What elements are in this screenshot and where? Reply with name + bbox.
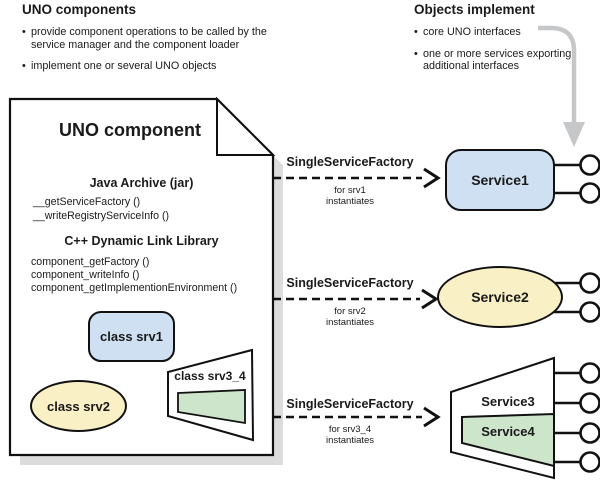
factory-sub2-srv3-4: instantiates: [325, 435, 375, 446]
method-name: __getServiceFactory (): [33, 196, 141, 208]
interface-circle-icon: [579, 451, 600, 473]
method-name: __writeRegistryServiceInfo (): [33, 209, 169, 222]
method-name: component_getFactory (): [31, 256, 150, 268]
bullet-item: one or more services exporting additiona…: [414, 48, 585, 73]
service3-label: Service3: [481, 394, 535, 409]
interface-circle-icon: [579, 301, 600, 323]
arrowhead-srv2-icon: [421, 288, 439, 310]
interface-circle-icon: [579, 182, 600, 204]
bullet-item: implement one or several UNO objects: [22, 60, 272, 73]
interface-circle-icon: [579, 422, 600, 444]
factory-sub2-srv2: instantiates: [325, 317, 375, 328]
bullet-item: provide component operations to be calle…: [22, 26, 271, 51]
service4-label: Service4: [481, 424, 535, 439]
interface-circle-icon: [579, 272, 600, 294]
folded-corner-icon: [216, 96, 276, 156]
interface-circle-icon: [579, 362, 600, 384]
right-note-title: Objects implement: [414, 2, 535, 17]
class-srv2-label: class srv2: [47, 398, 110, 414]
left-note-bullets: provide component operations to be calle…: [22, 26, 272, 73]
factory-sub2-srv1: instantiates: [325, 196, 375, 207]
arrowhead-srv1-icon: [423, 167, 441, 189]
factory-sub1-srv2: for srv2: [334, 306, 366, 317]
gray-curve-arrowhead-icon: [563, 122, 585, 147]
service4-shape: [461, 412, 555, 468]
service2-ellipse: Service2: [437, 266, 563, 328]
service2-label: Service2: [471, 289, 529, 305]
class-srv2-ellipse: class srv2: [30, 380, 127, 432]
java-methods: __getServiceFactory () __writeRegistrySe…: [33, 196, 169, 223]
java-section-heading: Java Archive (jar): [89, 176, 194, 190]
interface-circle-icon: [579, 392, 600, 414]
right-note-bullets: core UNO interfaces one or more services…: [414, 26, 589, 73]
left-note: UNO components provide component operati…: [22, 2, 272, 82]
cpp-section-heading: C++ Dynamic Link Library: [64, 234, 219, 248]
service1-box: Service1: [445, 149, 555, 211]
class-srv3-4-label: class srv3_4: [174, 369, 246, 383]
factory-label-srv3-4: SingleServiceFactory: [286, 397, 414, 411]
method-name: component_writeInfo (): [31, 269, 140, 281]
bullet-item: core UNO interfaces: [414, 26, 589, 39]
left-note-title: UNO components: [22, 2, 137, 17]
right-note: Objects implement core UNO interfaces on…: [414, 2, 589, 82]
factory-sub1-srv1: for srv1: [334, 185, 366, 196]
service1-label: Service1: [471, 172, 529, 188]
document-title: UNO component: [59, 120, 201, 140]
factory-sub1-srv3-4: for srv3_4: [328, 424, 372, 435]
cpp-methods: component_getFactory () component_writeI…: [31, 256, 237, 295]
class-srv1-label: class srv1: [100, 329, 163, 344]
class-srv3-4-inner-shape: [177, 389, 246, 425]
factory-label-srv1: SingleServiceFactory: [286, 155, 414, 169]
method-name: component_getImplementionEnvironment (): [31, 282, 238, 294]
arrowhead-srv3-4-icon: [423, 406, 441, 428]
class-srv1-box: class srv1: [88, 311, 175, 362]
interface-circle-icon: [579, 154, 600, 176]
factory-label-srv2: SingleServiceFactory: [286, 276, 414, 290]
